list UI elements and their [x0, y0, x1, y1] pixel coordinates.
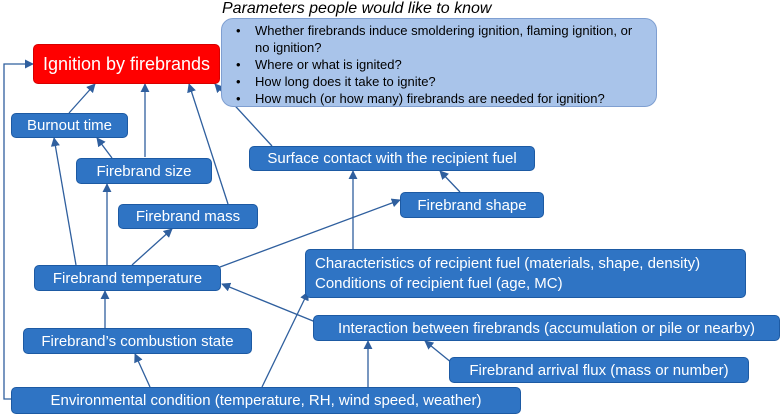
parameters-list: Whether firebrands induce smoldering ign…	[234, 22, 650, 107]
arrow-interaction-to-temperature	[221, 282, 319, 324]
node-firebrand-temperature: Firebrand temperature	[34, 265, 221, 291]
arrow-environment-to-ignition	[3, 59, 34, 400]
arrow-environment-to-combustion	[134, 353, 151, 388]
node-combustion-state: Firebrand’s combustion state	[23, 328, 252, 354]
arrow-shape-to-contact	[439, 170, 461, 193]
arrow-burnout-to-ignition	[68, 83, 96, 114]
arrow-temperature-to-shape	[219, 198, 401, 268]
node-environmental-condition: Environmental condition (temperature, RH…	[11, 387, 521, 414]
node-firebrand-mass: Firebrand mass	[118, 204, 258, 229]
arrow-flux-to-interaction	[424, 340, 453, 364]
fuel-characteristics-text: Characteristics of recipient fuel (mater…	[315, 254, 701, 272]
node-burnout-time: Burnout time	[11, 113, 128, 138]
node-arrival-flux: Firebrand arrival flux (mass or number)	[449, 357, 749, 383]
parameters-title: Parameters people would like to know	[222, 0, 492, 17]
arrow-mass-to-ignition	[187, 83, 229, 205]
arrow-size-to-burnout	[96, 137, 113, 159]
node-interaction-between-firebrands: Interaction between firebrands (accumula…	[313, 315, 780, 341]
fuel-conditions-text: Conditions of recipient fuel (age, MC)	[315, 274, 563, 292]
parameter-item: How long does it take to ignite?	[234, 73, 650, 90]
node-firebrand-size: Firebrand size	[76, 158, 212, 184]
parameter-item: Where or what is ignited?	[234, 56, 650, 73]
arrow-environment-to-fuel	[261, 291, 309, 388]
arrow-temperature-to-mass	[131, 228, 173, 266]
parameter-item: Whether firebrands induce smoldering ign…	[234, 22, 650, 56]
node-firebrand-shape: Firebrand shape	[400, 192, 544, 218]
node-recipient-fuel: Characteristics of recipient fuel (mater…	[305, 249, 746, 298]
node-surface-contact: Surface contact with the recipient fuel	[249, 146, 535, 171]
arrow-temperature-to-burnout	[50, 137, 77, 266]
parameter-item: How much (or how many) firebrands are ne…	[234, 90, 650, 107]
node-ignition-by-firebrands: Ignition by firebrands	[33, 44, 220, 84]
parameters-callout: Whether firebrands induce smoldering ign…	[221, 18, 657, 107]
